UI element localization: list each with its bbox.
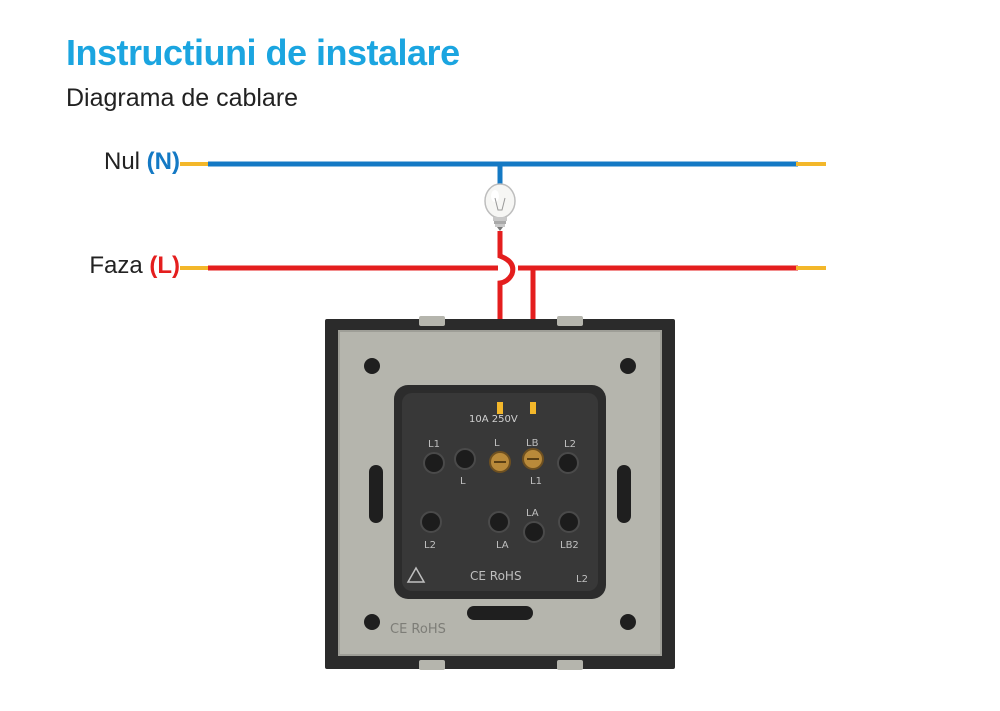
terminal-label-l1-mid: L1 xyxy=(530,476,542,487)
mount-slot-left xyxy=(369,465,383,523)
switch-marks: CE RoHS xyxy=(470,569,522,583)
neutral-wire-code: (N) xyxy=(146,148,180,175)
terminal-hole xyxy=(523,521,545,543)
page-title: Instructiuni de instalare xyxy=(66,32,460,73)
screw-hole-bottom-right xyxy=(620,614,636,630)
terminal-label-l: L xyxy=(494,438,500,449)
neutral-wire-label: Nul (N) xyxy=(60,148,180,176)
phase-wire-label: Faza (L) xyxy=(60,252,180,280)
lamp-wire-tip xyxy=(497,402,503,414)
light-bulb-icon xyxy=(484,183,516,231)
phase-wire-code: (L) xyxy=(149,252,180,279)
phase-wire-tip xyxy=(530,402,536,414)
plate-marks: CE RoHS xyxy=(390,622,446,637)
mount-slot-bottom xyxy=(467,606,533,620)
phase-wire-name: Faza xyxy=(89,252,143,279)
mount-slot-right xyxy=(617,465,631,523)
switch-rating: 10A 250V xyxy=(469,414,518,425)
switch-module: 10A 250V L1 L2 L LB L L1 LA L2 LA LB2 L2… xyxy=(394,385,606,599)
terminal-label-l2-top: L2 xyxy=(564,439,576,450)
terminal-label-la-bottom: LA xyxy=(496,540,509,551)
terminal-hole xyxy=(423,452,445,474)
terminal-hole xyxy=(454,448,476,470)
screw-hole-top-left xyxy=(364,358,380,374)
terminal-hole xyxy=(557,452,579,474)
terminal-hole xyxy=(488,511,510,533)
terminal-label-la: LA xyxy=(526,508,539,519)
terminal-hole xyxy=(558,511,580,533)
neutral-wire xyxy=(180,161,826,186)
page-subtitle: Diagrama de cablare xyxy=(66,84,299,112)
terminal-label-l2-bottom: L2 xyxy=(424,540,436,551)
screw-hole-bottom-left xyxy=(364,614,380,630)
lamp-wire xyxy=(497,231,516,404)
terminal-label-l-mid: L xyxy=(460,476,466,487)
terminal-label-l1-top: L1 xyxy=(428,439,440,450)
terminal-hole xyxy=(420,511,442,533)
screw-hole-top-right xyxy=(620,358,636,374)
terminal-label-lb: LB xyxy=(526,438,539,449)
neutral-wire-name: Nul xyxy=(103,148,140,175)
recycle-icon xyxy=(406,566,426,583)
terminal-label-lb2: LB2 xyxy=(560,540,579,551)
terminal-label-l2-corner: L2 xyxy=(576,574,588,585)
